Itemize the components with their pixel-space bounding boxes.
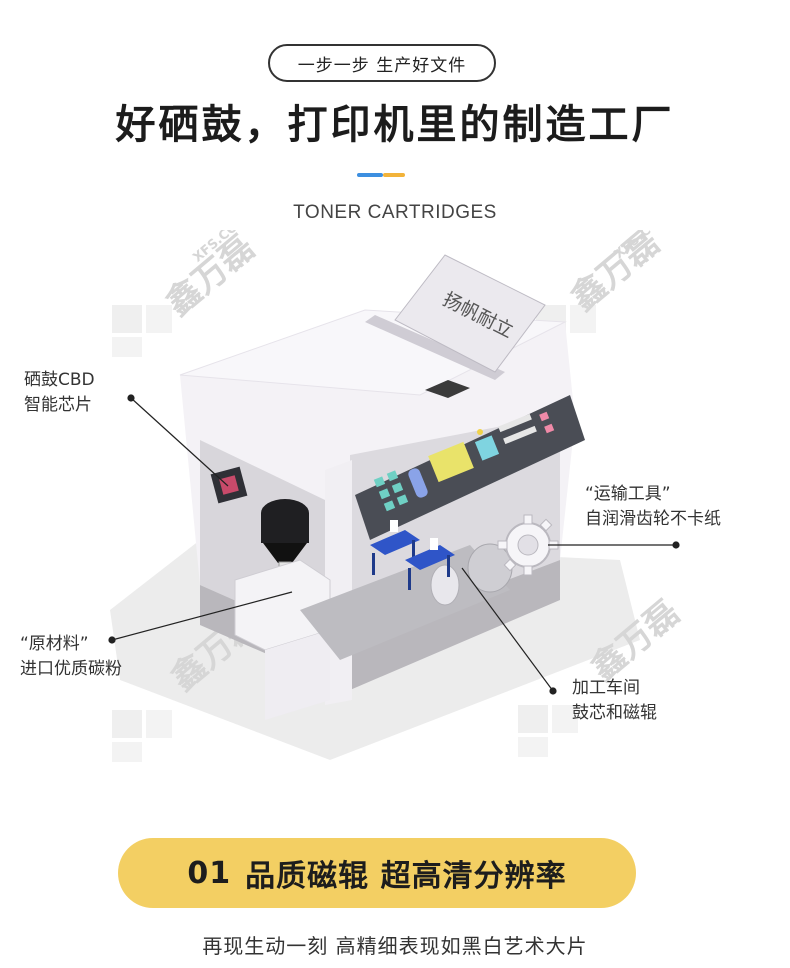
callout-chip: 硒鼓CBD 智能芯片 (24, 368, 95, 418)
callout-lines (108, 394, 680, 695)
section-subtitle: TONER CARTRIDGES (293, 202, 497, 223)
callout-chip-line1: 硒鼓CBD (24, 370, 95, 390)
toner-dispenser (261, 499, 309, 577)
callout-roller-line2: 鼓芯和磁辊 (572, 703, 657, 723)
panel-buttons (373, 411, 555, 512)
toner-stand (265, 630, 330, 720)
paper-slot (365, 315, 505, 380)
feature-caption: 再现生动一刻 高精细表现如黑白艺术大片 (202, 934, 588, 958)
feature-title: 品质磁辊 超高清分辨率 (245, 859, 567, 894)
callout-toner-line1: “原材料” (20, 634, 89, 654)
roller-ring (430, 564, 460, 606)
cbd-chip (210, 466, 248, 504)
watermark-logo (112, 305, 596, 762)
callout-gear-line1: “运输工具” (585, 484, 671, 504)
accent-bar-yellow (383, 173, 405, 177)
magnetic-roller (300, 545, 510, 660)
worker-desks (370, 520, 455, 590)
callout-gear: “运输工具” 自润滑齿轮不卡纸 (585, 482, 721, 532)
printer-factory-illustration: 鑫万磊 鑫万磊 鑫万磊 鑫万磊 XFS.COM XFS.COM 扬帆耐立 (108, 230, 687, 762)
callout-gear-line2: 自润滑齿轮不卡纸 (585, 509, 721, 529)
callout-toner: “原材料” 进口优质碳粉 (20, 632, 122, 682)
watermark-label: 鑫万磊 (564, 230, 668, 319)
output-slot (425, 380, 470, 398)
callout-chip-line2: 智能芯片 (24, 395, 92, 415)
feature-badge: 01 品质磁辊 超高清分辨率 (118, 838, 636, 908)
paper-sheet (394, 254, 546, 373)
callout-toner-line2: 进口优质碳粉 (20, 659, 122, 679)
intro-pill: 一步一步 生产好文件 (268, 44, 496, 82)
callout-roller-line1: 加工车间 (572, 678, 640, 698)
page-headline: 好硒鼓，打印机里的制造工厂 (115, 102, 675, 148)
callout-roller: 加工车间 鼓芯和磁辊 (572, 676, 657, 726)
accent-bar-blue (357, 173, 383, 177)
feature-number: 01 (187, 855, 232, 891)
